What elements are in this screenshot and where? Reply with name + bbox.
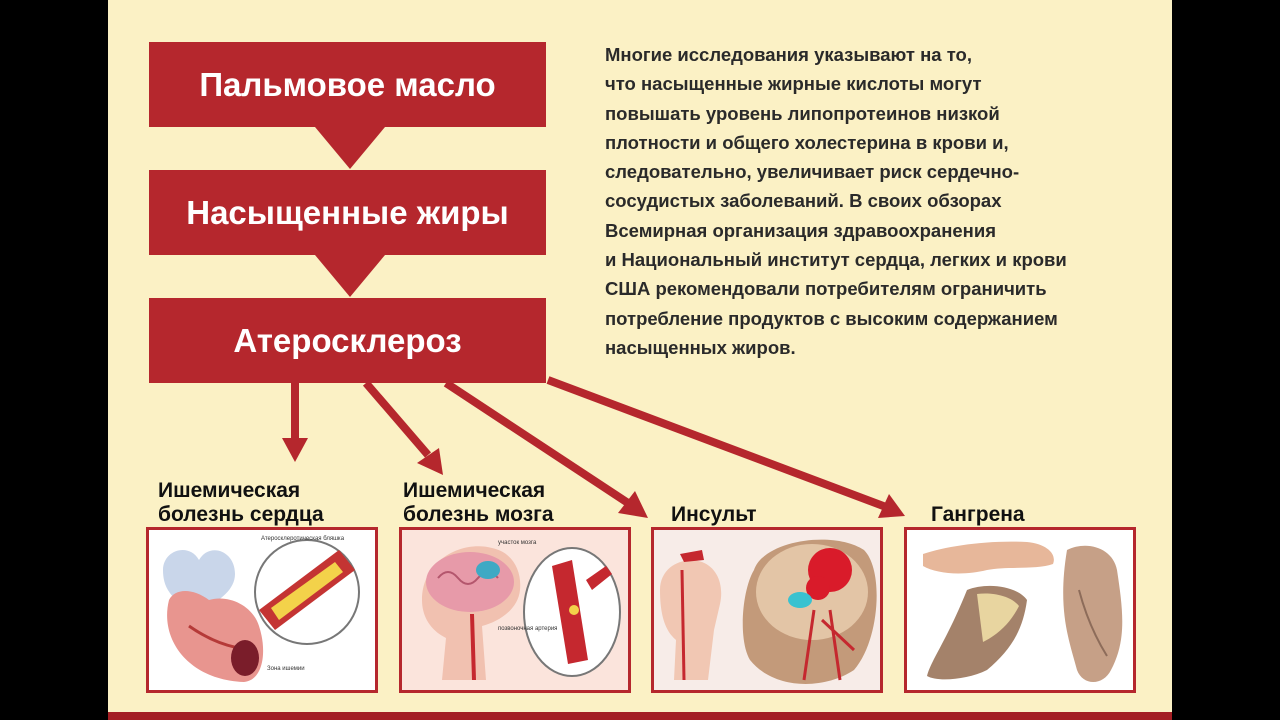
branch-arrowhead-gangrene: [878, 494, 905, 518]
svg-text:Зона ишемии: Зона ишемии: [267, 666, 305, 672]
stroke-head-illustration-icon: [654, 530, 880, 690]
svg-text:позвоночная артерия: позвоночная артерия: [498, 626, 557, 632]
flow-box-saturated-fats: Насыщенные жиры: [149, 170, 546, 255]
disease-title-heart: Ишемическая болезнь сердца: [158, 479, 324, 526]
branch-arrow-brain: [362, 380, 432, 458]
flow-label-atherosclerosis: Атеросклероз: [233, 321, 462, 359]
branch-arrowhead-stroke: [618, 491, 648, 518]
branch-arrowhead-heart: [282, 438, 308, 462]
description-text: Многие исследования указывают на то, что…: [605, 44, 1067, 358]
flow-box-atherosclerosis: Атеросклероз: [149, 298, 546, 383]
svg-text:участок мозга: участок мозга: [498, 540, 537, 546]
flow-label-palm-oil: Пальмовое масло: [199, 65, 496, 103]
flow-label-saturated-fats: Насыщенные жиры: [186, 193, 509, 231]
brain-artery-illustration-card: участок мозга позвоночная артерия: [399, 527, 631, 693]
branch-arrowhead-brain: [417, 448, 443, 475]
gangrene-feet-illustration-card: [904, 527, 1136, 693]
flow-arrow-1: [315, 127, 385, 169]
heart-artery-illustration-card: Атеросклеротическая бляшка Зона ишемии: [146, 527, 378, 693]
svg-text:Атеросклеротическая бляшка: Атеросклеротическая бляшка: [261, 536, 345, 542]
disease-title-stroke: Инсульт: [671, 503, 757, 526]
branch-arrow-stroke: [443, 379, 631, 507]
slide: Пальмовое масло Насыщенные жиры Атероскл…: [108, 0, 1172, 716]
flow-box-palm-oil: Пальмовое масло: [149, 42, 546, 127]
gangrene-feet-illustration-icon: [907, 530, 1133, 690]
stroke-head-illustration-card: [651, 527, 883, 693]
bottom-accent-bar: [108, 712, 1172, 720]
heart-artery-illustration-icon: Атеросклеротическая бляшка Зона ишемии: [149, 530, 375, 690]
disease-title-gangrene: Гангрена: [931, 503, 1025, 526]
brain-artery-illustration-icon: участок мозга позвоночная артерия: [402, 530, 628, 690]
flow-arrow-2: [315, 255, 385, 297]
disease-title-brain: Ишемическая болезнь мозга: [403, 479, 554, 526]
branch-arrows: [282, 376, 905, 518]
branch-arrow-gangrene: [546, 376, 888, 511]
